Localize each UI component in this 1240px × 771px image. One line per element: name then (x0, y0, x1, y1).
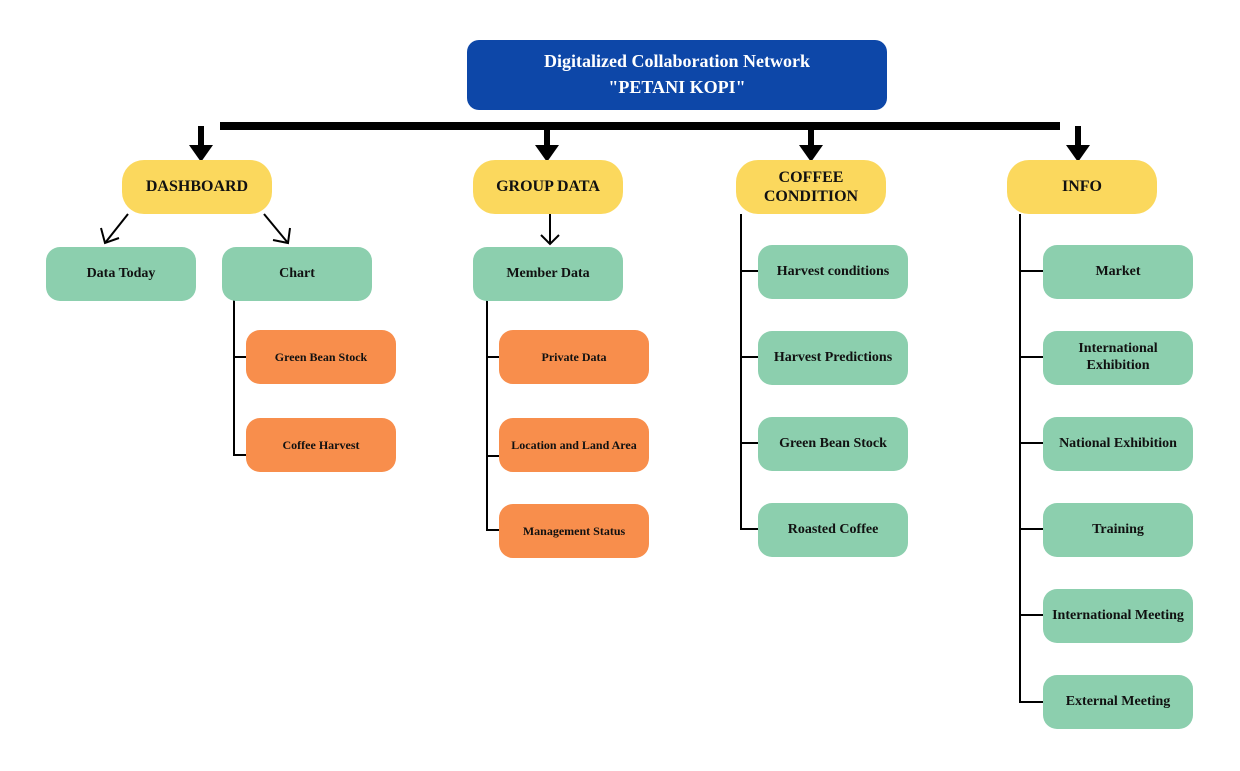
member-data-bracket (486, 300, 499, 531)
chart-item-node: Green Bean Stock (246, 330, 396, 384)
member-item-node: Management Status (499, 504, 649, 558)
chart-node: Chart (222, 247, 372, 301)
info-item-node: External Meeting (1043, 675, 1193, 729)
category-arrows (189, 126, 1090, 162)
dashboard-label: DASHBOARD (145, 178, 249, 196)
info-item-node: International Meeting (1043, 589, 1193, 643)
info-item-label: National Exhibition (1059, 435, 1177, 451)
info-item-label: International Meeting (1052, 607, 1184, 623)
info-item-node: International Exhibition (1043, 331, 1193, 385)
coffee-condition-item-label: Roasted Coffee (787, 521, 879, 537)
group-data-node: GROUP DATA (473, 160, 623, 214)
coffee-condition-label-line1: COFFEE (778, 168, 844, 186)
member-data-label: Member Data (506, 265, 590, 281)
dashboard-arrows (100, 213, 291, 245)
member-item-node: Location and Land Area (499, 418, 649, 472)
member-item-label: Private Data (541, 349, 607, 364)
coffee-condition-item-label: Harvest Predictions (773, 349, 893, 365)
root-title-line2: "PETANI KOPI" (608, 77, 746, 97)
info-item-node: National Exhibition (1043, 417, 1193, 471)
member-item-node: Private Data (499, 330, 649, 384)
coffee-condition-item-node: Harvest conditions (758, 245, 908, 299)
data-today-label: Data Today (86, 265, 156, 281)
coffee-condition-label-line2: CONDITION (763, 188, 859, 205)
coffee-condition-item-node: Roasted Coffee (758, 503, 908, 557)
group-data-arrow (540, 214, 560, 246)
group-data-label: GROUP DATA (496, 178, 600, 196)
coffee-condition-item-node: Green Bean Stock (758, 417, 908, 471)
coffee-condition-bracket (740, 214, 758, 530)
info-item-label: External Meeting (1065, 693, 1171, 709)
coffee-condition-item-node: Harvest Predictions (758, 331, 908, 385)
chart-item-label: Green Bean Stock (274, 349, 368, 364)
data-today-node: Data Today (46, 247, 196, 301)
coffee-condition-item-label: Harvest conditions (776, 263, 890, 279)
info-item-node: Market (1043, 245, 1193, 299)
info-item-label: International Exhibition (1078, 341, 1158, 373)
info-item-label: Training (1092, 521, 1144, 537)
chart-label: Chart (279, 265, 315, 281)
info-node: INFO (1007, 160, 1157, 214)
root-title-line1: Digitalized Collaboration Network (544, 51, 810, 72)
member-data-node: Member Data (473, 247, 623, 301)
coffee-condition-item-label: Green Bean Stock (779, 435, 887, 451)
root-node: Digitalized Collaboration Network "PETAN… (467, 40, 887, 110)
chart-item-label: Coffee Harvest (282, 437, 360, 452)
info-item-label: Market (1095, 263, 1141, 279)
chart-bracket (233, 300, 246, 456)
member-item-label: Location and Land Area (511, 437, 637, 452)
dashboard-node: DASHBOARD (122, 160, 272, 214)
chart-item-node: Coffee Harvest (246, 418, 396, 472)
member-item-label: Management Status (522, 523, 626, 538)
coffee-condition-node: COFFEE CONDITION (736, 160, 886, 214)
info-item-node: Training (1043, 503, 1193, 557)
info-bracket (1019, 214, 1043, 703)
info-label: INFO (1062, 178, 1102, 196)
main-bus-line (220, 122, 1060, 130)
